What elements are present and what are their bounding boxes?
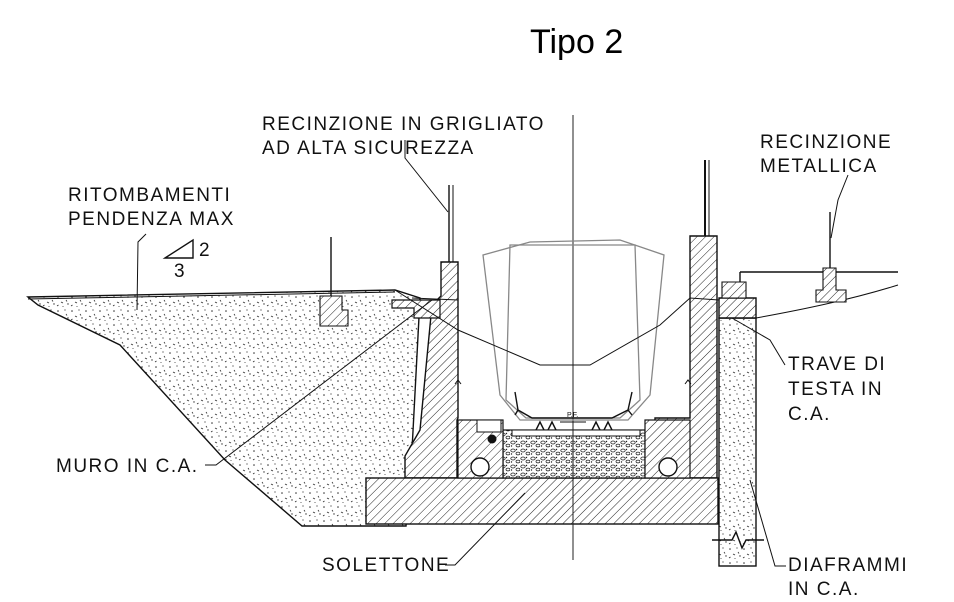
- left-step-block: [391, 299, 441, 319]
- svg-text:METALLICA: METALLICA: [760, 156, 878, 177]
- gauge-outline-outer: [482, 239, 665, 421]
- cable-trough-icon: [476, 419, 502, 433]
- left-ground-line: [411, 297, 459, 301]
- svg-text:TESTA IN: TESTA IN: [788, 379, 883, 400]
- cable-icon: [487, 434, 497, 444]
- svg-text:TRAVE DI: TRAVE DI: [788, 354, 886, 375]
- right-drain-pipe: [658, 457, 678, 477]
- slope-triangle-icon: [162, 238, 194, 259]
- leader-trave: [731, 317, 786, 366]
- fence-right-wall: [704, 160, 710, 236]
- leader-diaframmi: [749, 479, 786, 567]
- right-terrain: [755, 284, 899, 319]
- label-diaframmi: DIAFRAMMI IN C.A.: [788, 555, 908, 600]
- label-ritombamenti: RITOMBAMENTI PENDENZA MAX: [68, 185, 235, 230]
- svg-text:AD ALTA SICUREZZA: AD ALTA SICUREZZA: [262, 138, 475, 159]
- weep-hole-icon: [454, 379, 692, 385]
- label-solettone: SOLETTONE: [322, 555, 450, 576]
- svg-text:RECINZIONE IN GRIGLIATO: RECINZIONE IN GRIGLIATO: [262, 114, 545, 135]
- svg-text:RITOMBAMENTI: RITOMBAMENTI: [68, 185, 231, 206]
- backfill-embankment: [26, 289, 421, 527]
- right-ground-line: [739, 271, 898, 282]
- right-rail-icon: [591, 420, 613, 431]
- slope-denominator: 3: [174, 261, 186, 282]
- right-diaphragm: [718, 317, 757, 567]
- svg-text:IN C.A.: IN C.A.: [788, 579, 860, 600]
- pf-marker: P.F.: [567, 412, 578, 419]
- fence-metallic: [815, 212, 847, 303]
- gauge-outline-inner: [505, 244, 641, 419]
- svg-text:SOLETTONE: SOLETTONE: [322, 555, 450, 576]
- svg-text:PENDENZA MAX: PENDENZA MAX: [68, 209, 235, 230]
- label-muro: MURO IN C.A.: [56, 456, 199, 477]
- bottom-slab: [365, 477, 719, 525]
- leader-solettone: [445, 492, 526, 566]
- slope-numerator: 2: [199, 240, 211, 261]
- label-trave-di-testa: TRAVE DI TESTA IN C.A.: [788, 354, 886, 425]
- fence-left-outer: [319, 237, 349, 327]
- svg-text:RECINZIONE: RECINZIONE: [760, 132, 892, 153]
- leader-metallica: [830, 174, 849, 239]
- leader-ritombamenti: [136, 233, 147, 311]
- left-rail-icon: [535, 420, 557, 431]
- head-beam: [718, 297, 757, 319]
- leader-grigliato: [404, 140, 449, 213]
- leader-muro: [205, 299, 433, 466]
- vehicle-profile: [514, 391, 633, 419]
- grade-line: [27, 291, 396, 300]
- svg-text:MURO IN C.A.: MURO IN C.A.: [56, 456, 199, 477]
- label-recinzione-grigliato: RECINZIONE IN GRIGLIATO AD ALTA SICUREZZ…: [262, 114, 545, 159]
- label-recinzione-metallica: RECINZIONE METALLICA: [760, 132, 892, 177]
- right-step-block: [721, 281, 747, 299]
- right-drain-block: [644, 419, 691, 479]
- fence-high-security: [448, 185, 454, 262]
- svg-text:DIAFRAMMI: DIAFRAMMI: [788, 555, 908, 576]
- sleeper: [511, 429, 641, 437]
- svg-text:C.A.: C.A.: [788, 404, 831, 425]
- terrain-profile: [394, 289, 720, 366]
- drawing-title: Tipo 2: [530, 23, 623, 61]
- break-mark-icon: [712, 530, 764, 550]
- left-drain-pipe: [470, 457, 490, 477]
- ballast-bed: [502, 429, 646, 479]
